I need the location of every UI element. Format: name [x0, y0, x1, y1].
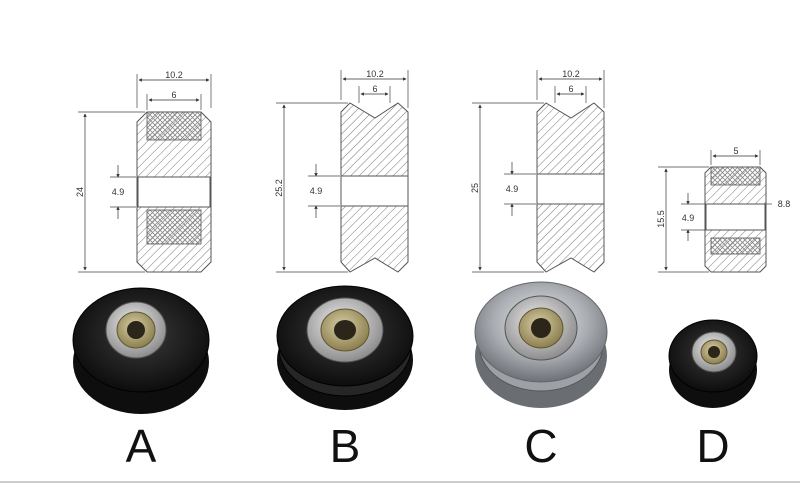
- dim-a-bore: 4.9: [112, 187, 125, 197]
- dim-a-height: 24: [75, 187, 85, 197]
- photo-wheel-a: [72, 287, 210, 414]
- photo-wheel-d: [668, 319, 758, 408]
- section-b: 10.2 6 25.2 4.9: [274, 69, 409, 273]
- label-b: B: [330, 420, 361, 472]
- photo-wheel-b: [276, 285, 414, 410]
- label-a: A: [126, 420, 157, 472]
- dim-c-height: 25: [470, 183, 480, 193]
- dim-c-inner-width: 6: [568, 84, 573, 94]
- dim-a-inner-width: 6: [171, 90, 176, 100]
- label-c: C: [524, 420, 557, 472]
- photo-wheel-c: [474, 281, 608, 408]
- section-a: 10.2 6 24 4.9: [75, 70, 212, 273]
- dim-b-bore: 4.9: [310, 186, 323, 196]
- dim-b-outer-width: 10.2: [366, 69, 384, 79]
- label-d: D: [696, 420, 729, 472]
- dim-b-height: 25.2: [274, 179, 284, 197]
- dim-c-bore: 4.9: [506, 184, 519, 194]
- dim-d-bore: 4.9: [682, 213, 695, 223]
- dim-a-outer-width: 10.2: [165, 70, 183, 80]
- dim-d-side: 8.8: [778, 199, 791, 209]
- dim-d-width: 5: [733, 146, 738, 156]
- dim-b-inner-width: 6: [372, 84, 377, 94]
- dim-d-height: 15.5: [656, 210, 666, 228]
- section-c: 10.2 6 25 4.9: [470, 69, 605, 273]
- section-d: 5 15.5 4.9 8.8: [656, 146, 791, 273]
- dim-c-outer-width: 10.2: [562, 69, 580, 79]
